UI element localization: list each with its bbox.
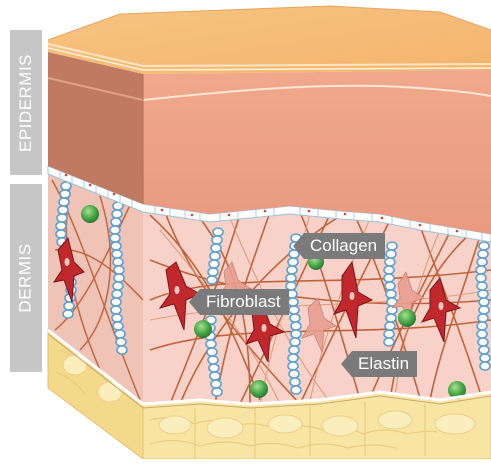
dermis-label: DERMIS [10,184,42,372]
fibroblast-callout: Fibroblast [200,289,289,315]
elastin-callout-text: Elastin [358,354,409,373]
collagen-callout-text: Collagen [310,236,377,255]
fibroblast-callout-text: Fibroblast [206,292,281,311]
green-cell [398,309,416,327]
epidermis-label-text: EPIDERMIS [16,53,36,151]
epidermis-label: EPIDERMIS [10,30,42,175]
elastin-callout: Elastin [352,351,417,377]
green-cell [81,205,99,223]
collagen-callout: Collagen [304,233,385,259]
green-cell [250,380,268,398]
green-cell [194,320,212,338]
dermis-label-text: DERMIS [16,243,36,312]
